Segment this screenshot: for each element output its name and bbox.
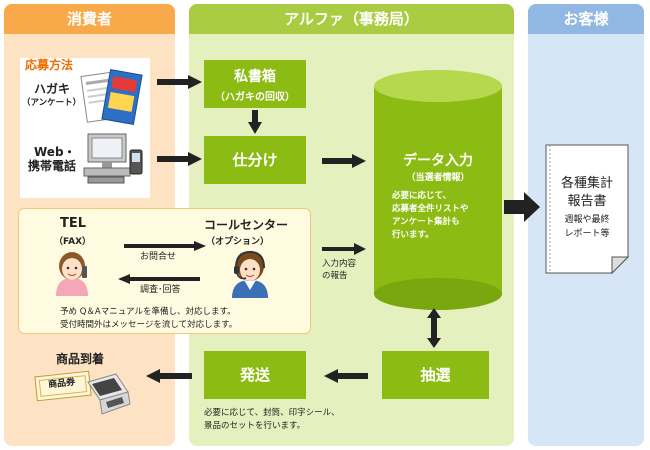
pobox-sub: （ハガキの回収） (215, 92, 295, 103)
data-note-line-1: 必要に応じて、 (392, 191, 452, 201)
pobox-box: 私書箱 （ハガキの回収） (204, 60, 306, 108)
arrow-ship-to-consumer (146, 368, 192, 383)
sort-box: 仕分け (204, 136, 306, 184)
consumer-header: 消費者 (4, 4, 175, 34)
computer-phone-icon (83, 132, 146, 192)
postcard-icon (80, 68, 143, 130)
game-console-icon (82, 372, 134, 418)
mobile-label: 携帯電話 (28, 159, 77, 173)
data-note-line-2: 応募者全件リストや (392, 204, 469, 214)
ship-box: 発送 (204, 351, 306, 399)
data-note-line-4: 行います。 (392, 230, 434, 240)
ship-title: 発送 (239, 366, 270, 384)
report-document (545, 144, 630, 275)
postcard-sub-label: （アンケート） (22, 98, 82, 108)
data-note-line-3: アンケート集計も (392, 217, 460, 227)
tel-note-line-2: 受付時間外はメッセージを流して対応します。 (60, 320, 238, 330)
arrow-to-client (504, 192, 540, 222)
input-report-line-1: 入力内容 (322, 259, 357, 269)
fax-label: （FAX） (54, 237, 92, 247)
web-label: Web・ (34, 145, 76, 159)
tel-note-line-1: 予め Q＆Aマニュアルを準備し、対応します。 (60, 307, 236, 317)
arrow-lottery-to-ship (324, 368, 368, 383)
input-report-line-2: の報告 (322, 271, 348, 281)
operator-headset-icon (228, 248, 272, 298)
arrow-pobox-to-sort (248, 110, 262, 134)
arrow-data-lottery (427, 308, 441, 348)
arrow-to-callcenter (124, 236, 206, 251)
report-sub-line-1: 週報や最終 (564, 215, 610, 225)
arrow-sort-to-data (322, 153, 366, 168)
data-input-sub: （当選者情報） (406, 173, 470, 183)
client-header: お客様 (528, 4, 644, 34)
arrival-label: 商品到着 (56, 352, 105, 366)
consumer-person-icon (52, 248, 92, 296)
callcenter-label: コールセンター (204, 218, 289, 232)
investigate-label: 調査･回答 (140, 285, 181, 295)
data-input-cylinder (374, 70, 502, 310)
pobox-title: 私書箱 (234, 69, 276, 85)
alpha-header: アルファ（事務局） (189, 4, 514, 34)
arrow-web-to-sort (157, 151, 202, 166)
data-input-title: データ入力 (403, 153, 473, 169)
ship-note-line-1: 必要に応じて、封筒、印字シール、 (204, 408, 340, 418)
ship-note-line-2: 景品のセットを行います。 (204, 421, 306, 431)
application-methods-title: 応募方法 (25, 58, 74, 72)
callcenter-sub-label: （オプション） (206, 237, 270, 247)
report-title-line-2: 報告書 (567, 194, 607, 209)
voucher-icon (34, 368, 94, 402)
arrow-from-callcenter (118, 269, 200, 284)
lottery-title: 抽選 (420, 366, 451, 384)
postcard-label: ハガキ (34, 82, 71, 96)
sort-title: 仕分け (232, 151, 278, 169)
tel-label: TEL (60, 216, 87, 231)
report-sub-line-2: レポート等 (564, 229, 610, 239)
lottery-box: 抽選 (382, 351, 489, 399)
report-title-line-1: 各種集計 (560, 176, 613, 191)
inquiry-label: お問合せ (140, 252, 177, 262)
arrow-postcard-to-pobox (157, 74, 202, 89)
arrow-callcenter-to-data (322, 240, 366, 255)
